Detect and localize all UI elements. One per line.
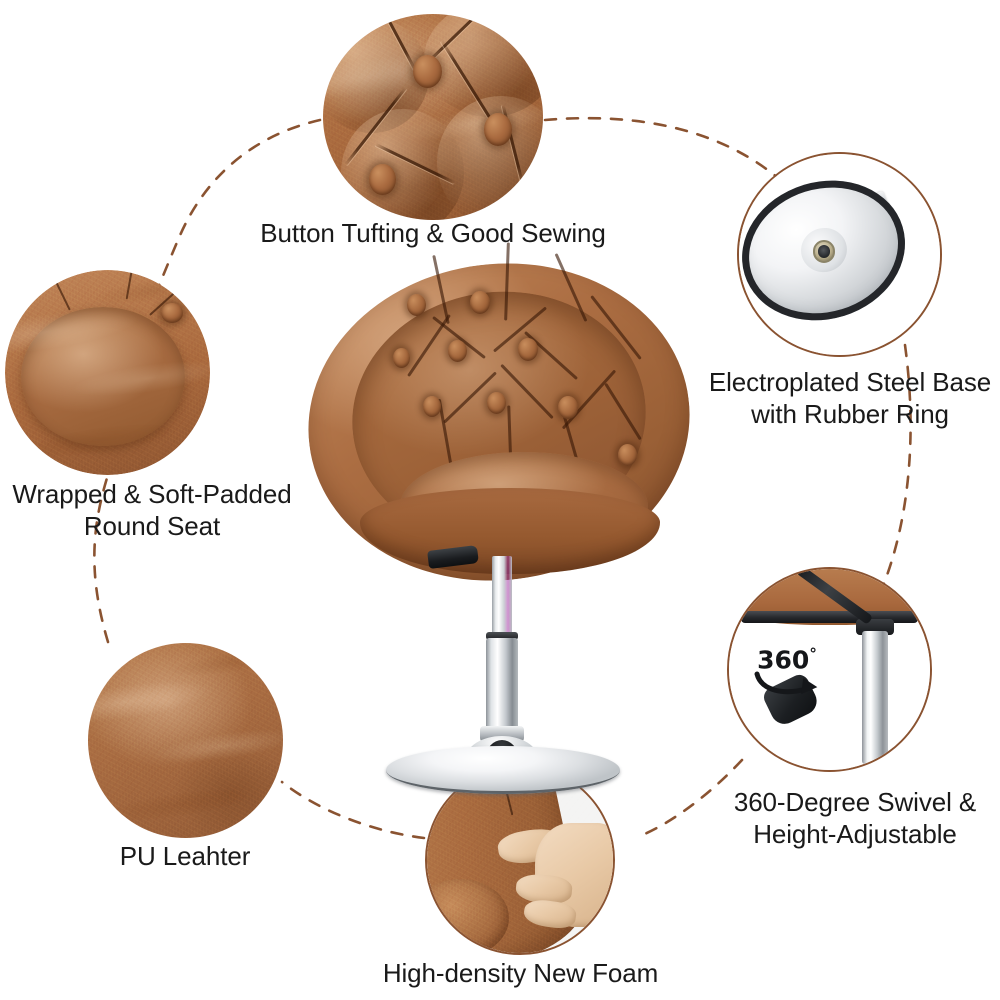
chair-tufting-button xyxy=(407,294,426,316)
button-tufting-caption: Button Tufting & Good Sewing xyxy=(260,218,606,248)
leather-streaks xyxy=(5,270,210,475)
steel-base-caption: Electroplated Steel Base with Rubber Rin… xyxy=(708,367,992,429)
chair-disc-base-edge xyxy=(386,746,620,794)
tuft-puff xyxy=(424,14,543,117)
chair-tufting-button xyxy=(470,291,490,314)
round-seat-bubble xyxy=(5,270,210,475)
swivel-360-number: 360 xyxy=(757,645,810,675)
tufting-button xyxy=(369,164,396,196)
pu-leather-caption: PU Leahter xyxy=(119,841,251,871)
tufting-button xyxy=(483,112,513,146)
leather-grain xyxy=(88,643,283,838)
chair-column-ring xyxy=(486,632,518,640)
foam-caption: High-density New Foam xyxy=(382,958,659,988)
chair-column-upper xyxy=(492,556,512,636)
swivel-degree-symbol: ° xyxy=(809,645,817,664)
connector-foam-to-pu xyxy=(280,780,426,840)
round-seat-caption: Wrapped & Soft-Padded Round Seat xyxy=(12,479,292,541)
swivel-height-caption: 360-Degree Swivel & Height-Adjustable xyxy=(733,787,977,849)
tuft-puff xyxy=(340,108,464,220)
chair-tufting-button xyxy=(618,444,637,466)
swivel-bubble-inner: 360° xyxy=(729,569,930,770)
swivel-360-badge: 360° xyxy=(757,645,817,674)
connector-tufting-to-steelbase xyxy=(543,116,780,180)
chair-tufting-button xyxy=(423,396,441,417)
tufting-button xyxy=(160,302,184,324)
tuft-puff xyxy=(323,18,429,134)
round-seat-cushion xyxy=(21,306,186,447)
chair-tufting-button xyxy=(393,348,410,368)
foam-bubble xyxy=(425,765,615,955)
product-chair[interactable] xyxy=(290,241,708,794)
steel-base-bubble-inner xyxy=(739,154,940,355)
button-tufting-bubble xyxy=(323,14,543,220)
cushion-roll-end xyxy=(427,878,509,953)
chair-tufting-button xyxy=(558,396,578,419)
tufting-button xyxy=(413,55,442,89)
chair-column-lower xyxy=(486,638,518,734)
chair-tufting-button xyxy=(448,340,467,362)
swivel-arrow-icon xyxy=(754,671,818,695)
gas-cylinder xyxy=(861,631,888,764)
chair-tufting-button xyxy=(487,392,506,414)
swivel-bubble: 360° xyxy=(727,567,932,772)
leather-texture xyxy=(88,643,283,838)
steel-base-bubble xyxy=(737,152,942,357)
pu-leather-bubble xyxy=(88,643,283,838)
foam-bubble-inner xyxy=(427,767,613,953)
chair-tufting-button xyxy=(518,338,538,361)
bolt-core xyxy=(818,245,831,258)
